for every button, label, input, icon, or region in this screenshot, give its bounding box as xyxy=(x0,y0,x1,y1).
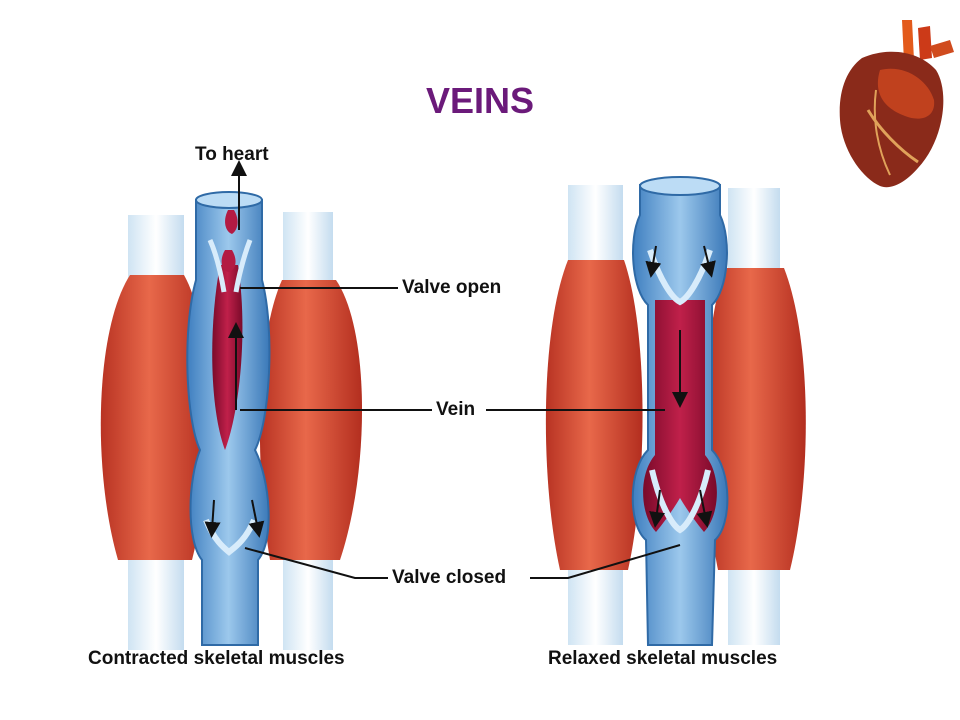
slide-title: VEINS xyxy=(425,80,535,121)
leader-valve-closed-right xyxy=(530,544,681,579)
label-valve-closed: Valve closed xyxy=(392,567,507,588)
leader-valve-closed-left xyxy=(244,547,388,579)
label-to-heart: To heart xyxy=(195,144,269,165)
leader-lines xyxy=(240,287,681,579)
label-vein: Vein xyxy=(436,399,476,420)
muscle-right-2 xyxy=(705,188,806,645)
muscle-left-2 xyxy=(259,212,363,650)
vein-relaxed xyxy=(631,176,729,646)
caption-relaxed: Relaxed skeletal muscles xyxy=(548,648,778,669)
heart-icon xyxy=(839,20,954,188)
caption-contracted: Contracted skeletal muscles xyxy=(88,648,345,669)
contracted-muscle-panel xyxy=(100,160,363,650)
label-valve-open: Valve open xyxy=(402,277,502,298)
muscle-left-1 xyxy=(100,215,209,650)
muscle-right-1 xyxy=(545,185,643,645)
relaxed-muscle-panel xyxy=(545,176,806,646)
vein-contracted xyxy=(186,191,271,646)
